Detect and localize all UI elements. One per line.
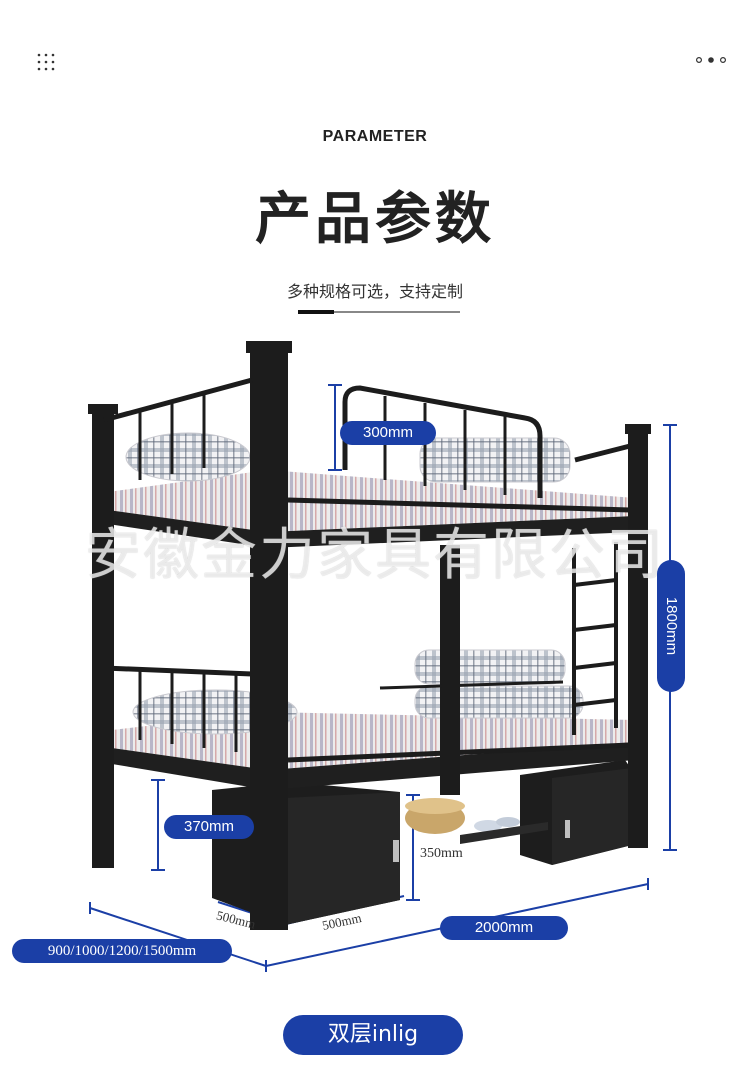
dim-total-height-badge: 1800mm (657, 560, 685, 692)
cabinet-left (212, 782, 400, 925)
grid-icon[interactable] (36, 52, 56, 72)
dim-top-rail-height: 300mm (340, 421, 436, 445)
cabinet-right (520, 760, 632, 865)
dim-bed-length: 2000mm (440, 916, 568, 940)
bunk-bed-illustration (88, 341, 677, 972)
title-divider-accent (298, 310, 334, 314)
title-divider (298, 311, 460, 313)
dim-cabinet-height: 350mm (420, 846, 463, 861)
dim-underbed-height: 370mm (164, 815, 254, 839)
watermark-text: 安徽金力家具有限公司 (85, 523, 665, 588)
footer-label-badge[interactable]: 双层inlig (283, 1015, 463, 1055)
page-title: 产品参数 (255, 187, 495, 252)
dim-total-height: 1800mm (663, 596, 680, 656)
page-subtitle: 多种规格可选，支持定制 (286, 282, 463, 301)
section-eyebrow: PARAMETER (322, 128, 428, 145)
more-dots-icon[interactable] (694, 54, 728, 66)
dim-bed-width: 900/1000/1200/1500mm (12, 939, 232, 963)
